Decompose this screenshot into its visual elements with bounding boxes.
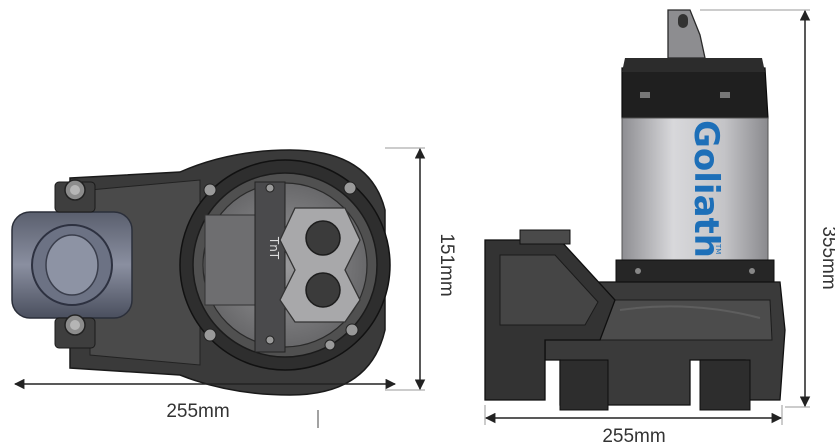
side-outlet-elbow (484, 229, 616, 401)
pump-bottom-view: TnT (11, 149, 391, 396)
bottom-width-label: 255mm (166, 401, 229, 422)
side-width-label: 255mm (602, 426, 665, 447)
side-height-label: 355mm (818, 226, 835, 289)
dimension-bottom-height: 151mm (385, 147, 457, 391)
pump-base-disc: TnT (179, 159, 391, 371)
trademark-mark: TM (714, 243, 722, 254)
brand-logo: Goliath (686, 120, 726, 258)
lifting-handle (667, 9, 706, 59)
dimension-side-height: 355mm (700, 9, 835, 408)
dimension-bottom-width: 255mm (13, 378, 397, 428)
flange-bolt-bottom (64, 314, 86, 336)
bottom-height-label: 151mm (436, 233, 457, 296)
dimension-side-width: 255mm (484, 405, 783, 447)
pump-side-view: Goliath TM (484, 9, 786, 411)
flange-bolt-top (64, 179, 86, 201)
plate-text: TnT (267, 236, 281, 260)
motor-housing (621, 117, 769, 261)
